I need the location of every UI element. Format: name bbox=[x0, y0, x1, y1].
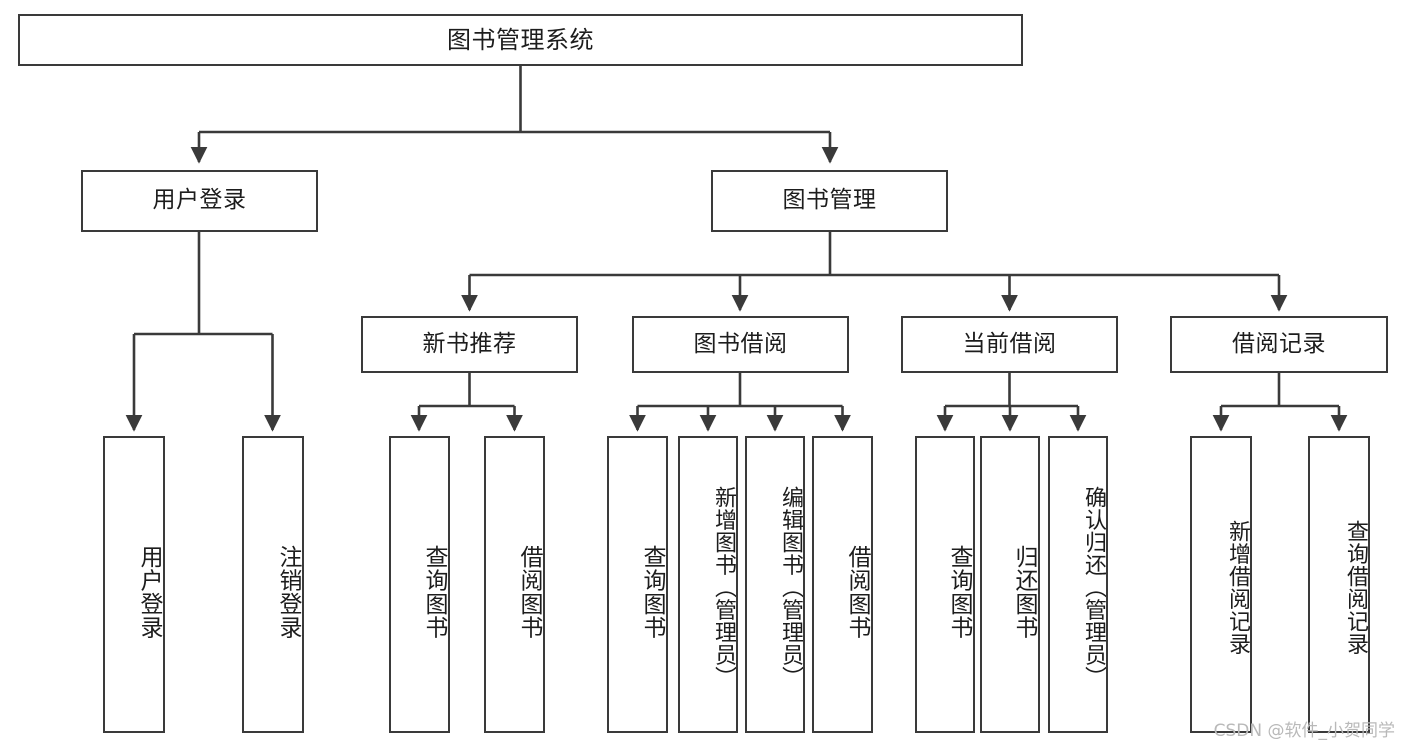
node-label: 用户登录 bbox=[152, 187, 247, 214]
node-label: 归还图书 bbox=[1011, 544, 1037, 639]
node-label: 新增借阅记录 bbox=[1225, 520, 1250, 655]
node-leaf-user-logout[interactable]: 注销登录 bbox=[242, 436, 304, 733]
node-leaf-query-book-2[interactable]: 查询图书 bbox=[607, 436, 668, 733]
node-label: 新书推荐 bbox=[422, 330, 517, 357]
node-label: 新增图书（管理员） bbox=[711, 486, 736, 689]
node-leaf-add-record[interactable]: 新增借阅记录 bbox=[1190, 436, 1252, 733]
node-leaf-return-book[interactable]: 归还图书 bbox=[980, 436, 1040, 733]
node-label: 借阅图书 bbox=[844, 544, 870, 639]
node-new-book-rec[interactable]: 新书推荐 bbox=[361, 316, 578, 373]
node-leaf-add-book[interactable]: 新增图书（管理员） bbox=[678, 436, 738, 733]
node-label: 借阅图书 bbox=[516, 544, 542, 639]
node-label: 查询图书 bbox=[639, 544, 665, 639]
node-label: 确认归还（管理员） bbox=[1081, 486, 1106, 689]
node-label: 用户登录 bbox=[136, 544, 162, 639]
node-book-manage[interactable]: 图书管理 bbox=[711, 170, 948, 232]
node-label: 图书管理 bbox=[782, 187, 877, 214]
node-label: 查询借阅记录 bbox=[1343, 520, 1368, 655]
node-label: 图书管理系统 bbox=[447, 25, 594, 54]
node-borrow-record[interactable]: 借阅记录 bbox=[1170, 316, 1388, 373]
node-leaf-query-book-1[interactable]: 查询图书 bbox=[389, 436, 450, 733]
node-leaf-borrow-book-2[interactable]: 借阅图书 bbox=[812, 436, 873, 733]
node-book-borrow[interactable]: 图书借阅 bbox=[632, 316, 849, 373]
node-leaf-edit-book[interactable]: 编辑图书（管理员） bbox=[745, 436, 805, 733]
node-current-borrow[interactable]: 当前借阅 bbox=[901, 316, 1118, 373]
node-root-book-management-system[interactable]: 图书管理系统 bbox=[18, 14, 1023, 66]
node-leaf-query-book-3[interactable]: 查询图书 bbox=[915, 436, 975, 733]
node-label: 图书借阅 bbox=[693, 330, 788, 357]
node-leaf-borrow-book-1[interactable]: 借阅图书 bbox=[484, 436, 545, 733]
node-label: 借阅记录 bbox=[1232, 330, 1326, 357]
node-label: 注销登录 bbox=[275, 544, 301, 639]
node-label: 查询图书 bbox=[946, 544, 972, 639]
node-user-login[interactable]: 用户登录 bbox=[81, 170, 318, 232]
node-label: 查询图书 bbox=[421, 544, 447, 639]
node-leaf-confirm-return[interactable]: 确认归还（管理员） bbox=[1048, 436, 1108, 733]
node-label: 当前借阅 bbox=[962, 330, 1057, 357]
node-leaf-query-record[interactable]: 查询借阅记录 bbox=[1308, 436, 1370, 733]
node-label: 编辑图书（管理员） bbox=[778, 486, 803, 689]
node-leaf-user-login[interactable]: 用户登录 bbox=[103, 436, 165, 733]
